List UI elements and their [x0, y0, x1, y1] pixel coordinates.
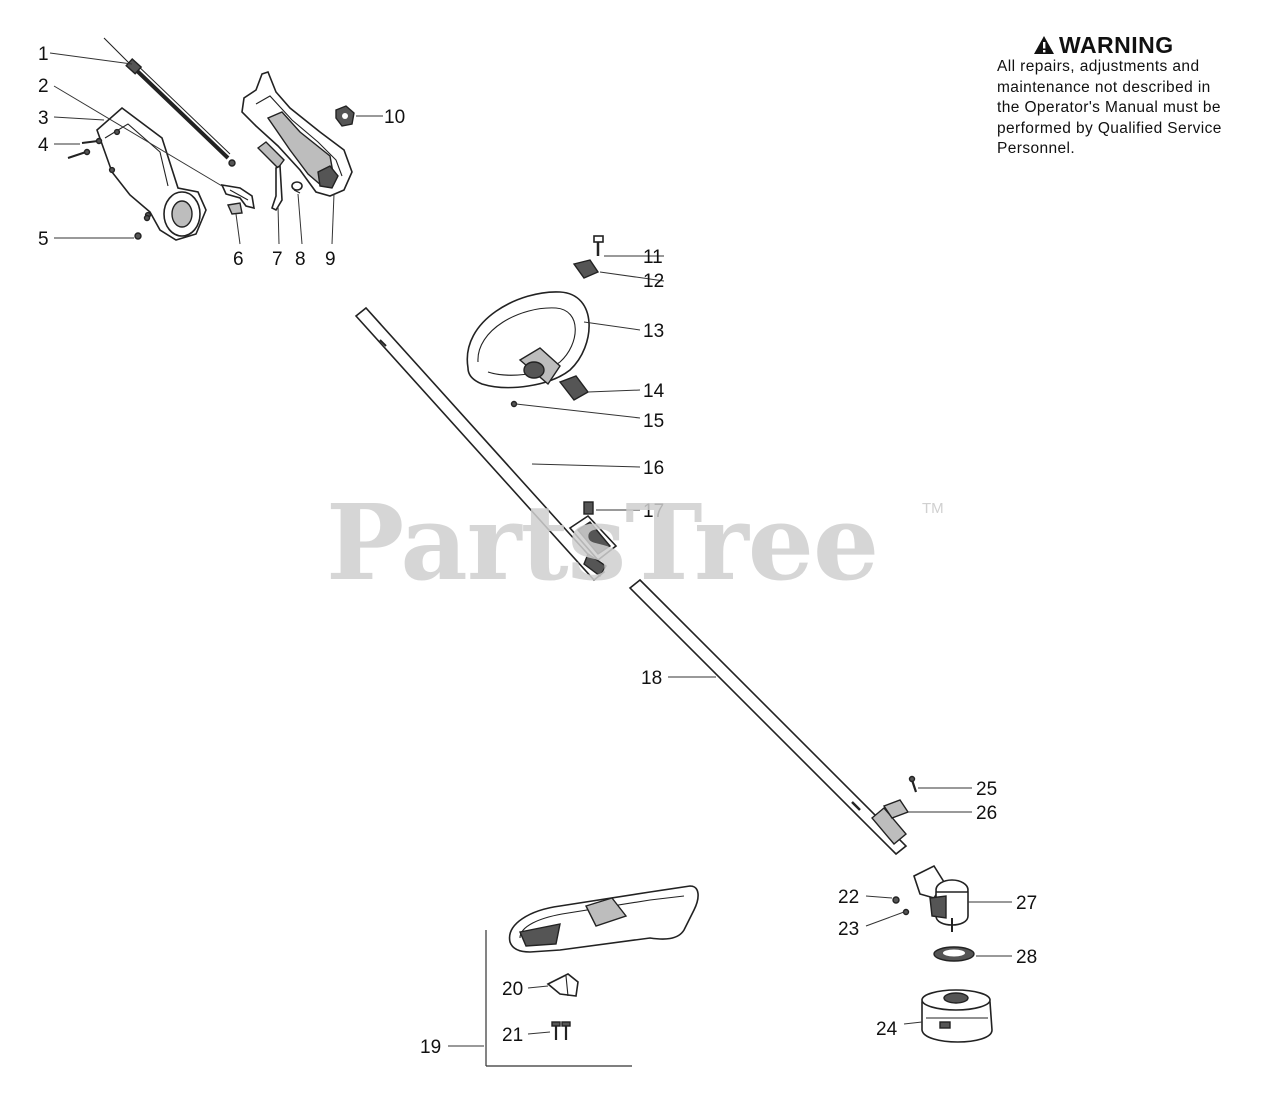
leader-lines	[49, 52, 1012, 1047]
part-11-bolt[interactable]	[593, 235, 604, 256]
part-8-spring[interactable]	[291, 181, 303, 194]
callout-4: 4	[38, 135, 49, 156]
callout-21: 21	[502, 1025, 523, 1046]
callout-28: 28	[1016, 947, 1037, 968]
callout-13: 13	[643, 321, 664, 342]
callout-10: 10	[384, 107, 405, 128]
callout-14: 14	[643, 381, 665, 402]
part-18-lower-shaft[interactable]	[628, 578, 908, 856]
callout-5: 5	[38, 229, 49, 250]
part-5-nut[interactable]	[134, 214, 151, 240]
part-27-gearhead[interactable]	[913, 864, 969, 932]
callout-18: 18	[641, 668, 662, 689]
part-20-guard-clip[interactable]	[546, 973, 579, 997]
callout-2: 2	[38, 76, 49, 97]
warning-heading: WARNING	[1033, 33, 1267, 57]
warning-body: All repairs, adjustments and maintenance…	[997, 57, 1267, 160]
part-21-screws[interactable]	[551, 1021, 571, 1040]
part-7-trigger-lockout[interactable]	[256, 141, 285, 212]
part-2-throttle-trigger[interactable]	[220, 183, 255, 210]
part-15-nut[interactable]	[510, 400, 518, 408]
callout-3: 3	[38, 108, 49, 129]
warning-line-1: All repairs, adjustments and	[997, 58, 1200, 75]
part-6-spring-clip[interactable]	[226, 202, 243, 215]
part-4-screws[interactable]	[67, 137, 103, 159]
callout-11: 11	[643, 247, 663, 268]
part-9-handle-housing[interactable]	[241, 71, 353, 197]
callout-17: 17	[643, 501, 664, 522]
callout-26: 26	[976, 803, 997, 824]
callout-22: 22	[838, 887, 859, 908]
warning-triangle-icon	[1034, 36, 1054, 54]
callout-7: 7	[272, 249, 283, 270]
warning-line-4: performed by Qualified Service	[997, 119, 1222, 137]
callout-23: 23	[838, 919, 859, 940]
part-12-clamp[interactable]	[572, 259, 600, 279]
callout-9: 9	[325, 249, 336, 270]
callout-1: 1	[38, 44, 49, 65]
part-10-nut[interactable]	[335, 105, 355, 127]
warning-notice: WARNING All repairs, adjustments and mai…	[997, 33, 1267, 160]
part-16-upper-shaft[interactable]	[354, 306, 606, 582]
warning-line-3: the Operator's Manual must be	[997, 99, 1221, 116]
part-14-handle-bracket[interactable]	[558, 375, 590, 401]
warning-title-text: WARNING	[1059, 32, 1174, 58]
callout-19: 19	[420, 1037, 441, 1058]
callout-15: 15	[643, 411, 664, 432]
warning-line-2: maintenance not described in	[997, 78, 1211, 96]
callout-25: 25	[976, 779, 997, 800]
callout-24: 24	[876, 1019, 898, 1040]
part-1-throttle-cable[interactable]	[103, 37, 236, 167]
callout-12: 12	[643, 271, 664, 292]
callout-20: 20	[502, 979, 523, 1000]
part-13-loop-handle[interactable]	[466, 291, 590, 389]
part-23-nut[interactable]	[902, 908, 910, 916]
part-3-handle-housing[interactable]	[96, 106, 207, 241]
callout-16: 16	[643, 458, 664, 479]
callout-labels: 1 2 3 4 5 6 7 8 9 10 11 12 13 14 15 16 1…	[38, 44, 1037, 1058]
watermark-trademark: TM	[922, 500, 944, 517]
part-28-washer[interactable]	[933, 946, 975, 962]
part-22-screw[interactable]	[892, 896, 900, 904]
part-25-bolt[interactable]	[908, 775, 918, 793]
part-17-coupler[interactable]	[568, 501, 618, 578]
part-24-trimmer-head[interactable]	[921, 989, 993, 1043]
callout-27: 27	[1016, 893, 1037, 914]
part-19-shield-assembly[interactable]	[485, 885, 699, 1067]
warning-line-5: Personnel.	[997, 140, 1076, 157]
callout-6: 6	[233, 249, 244, 270]
partstree-watermark: PartsTree	[326, 481, 879, 604]
callout-8: 8	[295, 249, 306, 270]
